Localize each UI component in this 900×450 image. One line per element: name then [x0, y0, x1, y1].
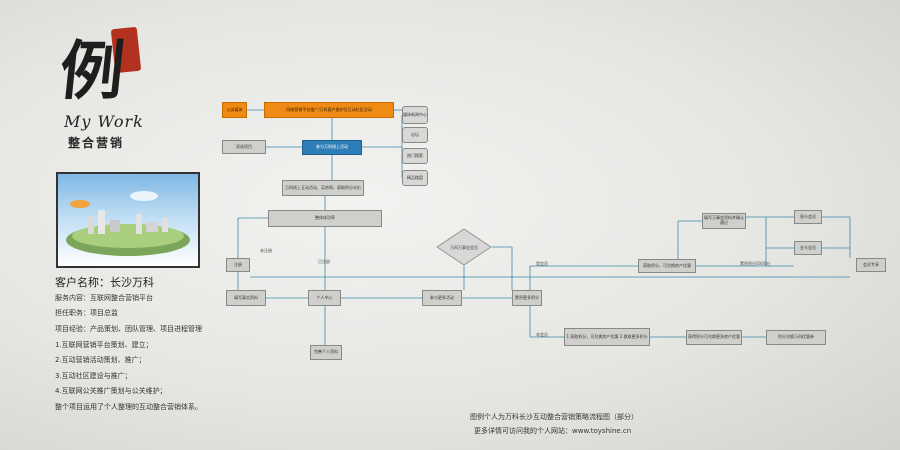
diagram-caption: 图例个人为万科长沙互动整合营销策略流程图（部分）	[470, 413, 638, 421]
edge-label-registered: 已注册	[318, 259, 330, 264]
brand-tagline: 整合营销	[68, 136, 125, 150]
flow-node-more-activities: 参与更多活动	[422, 290, 462, 306]
flow-node-points-discount: 获取积分，可兑换房产优惠	[638, 259, 696, 273]
thumbnail-illustration	[66, 191, 190, 256]
client-name: 客户名称：长沙万科	[55, 276, 154, 289]
flow-node-dual-project: 双选项目	[222, 140, 266, 154]
edge-label-unregistered: 未注册	[260, 248, 272, 253]
flow-side-media-news: 媒体新闻中心	[402, 106, 428, 124]
experience-item-3: 3.互动社区建设与推广；	[55, 372, 132, 380]
project-thumbnail	[56, 172, 200, 268]
flow-decision-member	[436, 228, 492, 266]
flow-side-featured-property: 精品楼盘	[402, 170, 428, 186]
website-note: 更多详情可访问我的个人网站：www.toyshine.cn	[474, 427, 632, 435]
flow-node-online-interaction: 万科线上互动活动、买房网、获取积分半价	[282, 180, 364, 196]
brand-subtitle: My Work	[64, 112, 144, 131]
job-title: 担任职务：项目总监	[55, 309, 118, 317]
flow-node-complete-profile: 完善个人资料	[310, 345, 342, 360]
experience-summary: 整个项目运用了个人整理的互动整合营销体系。	[55, 403, 202, 411]
experience-item-4: 4.互联网公关推广策划与公关维护；	[55, 387, 167, 395]
project-experience: 项目经验：产品策划、团队管理、项目进程管理	[55, 325, 202, 333]
edge-label-points-threshold: 累积积分5000分	[740, 261, 771, 266]
flow-node-member-exclusive: 会员专享	[856, 258, 886, 272]
experience-item-1: 1.互联网营销平台策划、建立；	[55, 341, 153, 349]
flow-node-fill-profile: 填写真实资料	[226, 290, 266, 306]
flow-node-coupon: 积分兑换万科优惠券	[766, 330, 826, 345]
flow-node-gold-member: 金卡会员	[794, 241, 822, 255]
flow-node-accumulate-points: 累积更多积分	[512, 290, 542, 306]
edge-label-member: 是会员	[536, 261, 548, 266]
flow-node-points-exchange: 1.获取积分，可兑换房产优惠 2.换取更多积分	[564, 328, 650, 346]
flow-side-hot-search: 热门搜索	[402, 148, 428, 164]
flow-node-platform-promotion: 网络营销平台推广/万科客户维护及互动社区活动	[264, 102, 394, 118]
flow-node-silver-member: 银卡会员	[794, 210, 822, 224]
flow-side-forum: 论坛	[402, 127, 428, 143]
flow-node-member-info: 填写万事会资料并确认通过	[702, 213, 746, 229]
flow-node-more-discounts: 获得积分可兑换更多房产优惠	[686, 330, 742, 345]
flow-node-register: 注册	[226, 258, 250, 272]
flow-node-personal-center: 个人中心	[308, 290, 341, 306]
flow-node-success-rate: 整体成功率	[268, 210, 382, 227]
experience-item-2: 2.互动营销活动策划、推广；	[55, 356, 146, 364]
service-content: 服务内容：互联网整合营销平台	[55, 294, 153, 302]
flow-decision-label: 万科万事会会员	[450, 245, 478, 250]
edge-label-non-member: 非会员	[536, 332, 548, 337]
flow-node-online-activity: 参与万科线上活动	[302, 140, 362, 155]
flow-node-pr-media: 公关媒体	[222, 102, 247, 118]
